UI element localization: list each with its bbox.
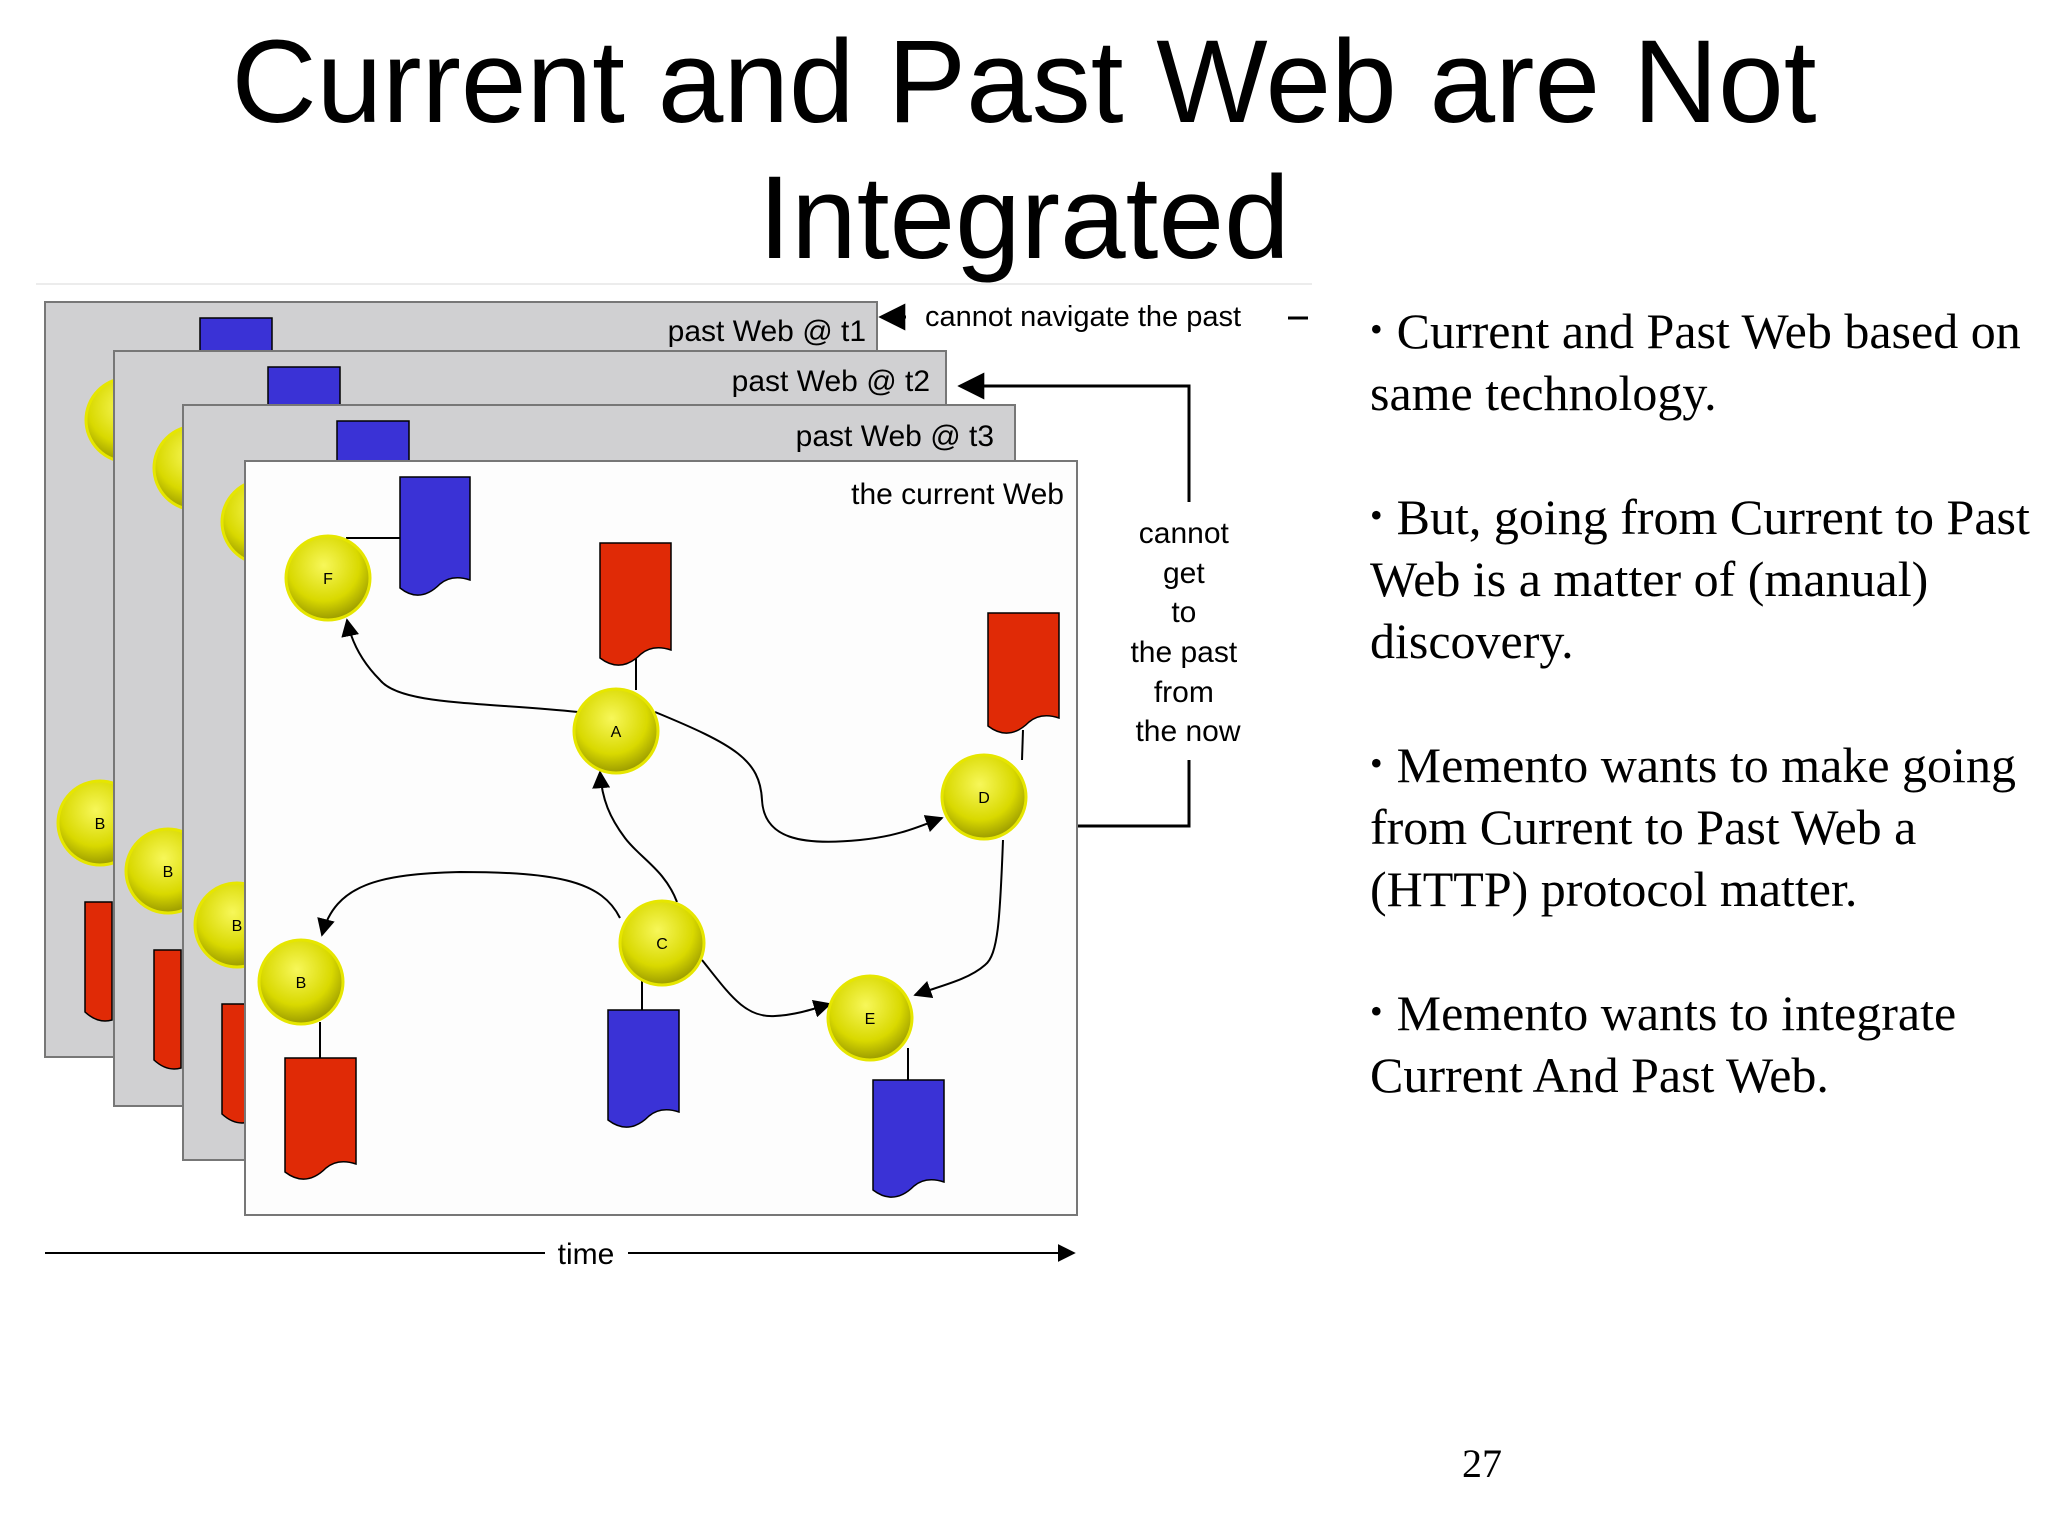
annotation-navigate-text: cannot navigate the past — [925, 301, 1241, 333]
node-b: B — [257, 938, 345, 1026]
edge-c-to-e — [701, 959, 832, 1018]
bullet-dot-icon: • — [1370, 991, 1383, 1031]
doc-blue-f — [399, 476, 471, 596]
edges — [317, 537, 1024, 1080]
bullet-dot-icon: • — [1370, 309, 1383, 349]
node-d: D — [940, 753, 1028, 841]
edge-a-to-f — [341, 618, 579, 713]
time-axis: time — [45, 1238, 1076, 1271]
edge-d-to-e — [913, 839, 1004, 998]
annotation-line-3: to — [1171, 596, 1196, 629]
node-a-label: A — [611, 724, 622, 741]
bullet-item: •Memento wants to make going from Curren… — [1370, 734, 2046, 920]
layer-label-t2: past Web @ t2 — [732, 365, 930, 398]
bullet-text: Memento wants to integrate Current And P… — [1370, 985, 1957, 1103]
bullet-item: •But, going from Current to Past Web is … — [1370, 486, 2046, 672]
layer-label-current: the current Web — [851, 478, 1064, 511]
page-number: 27 — [1462, 1441, 1502, 1486]
doc-blue-c — [607, 1009, 680, 1128]
node-b-label: B — [296, 975, 307, 992]
bullet-item: •Current and Past Web based on same tech… — [1370, 300, 2046, 424]
annotation-line-1: cannot — [1139, 517, 1230, 550]
doc-blue — [267, 366, 341, 410]
layer-current-web: the current Web F — [244, 460, 1078, 1216]
doc-blue-e — [872, 1079, 945, 1198]
edge-c-to-a — [592, 770, 678, 903]
node-e-label: E — [865, 1011, 876, 1028]
bullet-item: •Memento wants to integrate Current And … — [1370, 982, 2046, 1106]
doc-red — [84, 901, 113, 1022]
annotation-navigate: cannot navigate the past — [878, 301, 1308, 333]
annotation-cannot-get: cannot get to the past from the now — [957, 372, 1245, 828]
annotation-line-6: the now — [1135, 715, 1240, 748]
bullet-dot-icon: • — [1370, 743, 1383, 783]
bullet-text: But, going from Current to Past Web is a… — [1370, 489, 2030, 669]
doc-red-b — [284, 1057, 357, 1180]
node-c-label: C — [656, 936, 668, 953]
edge-d-doc — [1021, 729, 1024, 761]
node-c: C — [618, 899, 706, 987]
node-d-label: D — [978, 790, 990, 807]
node-f-label: F — [323, 571, 333, 588]
doc-blue — [336, 420, 410, 464]
doc-red-a — [599, 542, 672, 666]
bullet-list: •Current and Past Web based on same tech… — [1370, 300, 2046, 1168]
doc-red-d — [987, 612, 1060, 734]
node-b-label: B — [163, 864, 174, 881]
annotation-line-5: from — [1154, 676, 1214, 709]
slide-title: Current and Past Web are Not Integrated — [0, 14, 2048, 286]
node-e: E — [826, 974, 914, 1062]
title-line-1: Current and Past Web are Not — [231, 16, 1817, 148]
doc-red — [153, 949, 182, 1070]
layer-label-t1: past Web @ t1 — [668, 315, 866, 348]
title-line-2: Integrated — [758, 152, 1290, 284]
layer-label-t3: past Web @ t3 — [796, 420, 994, 453]
annotation-cannot-get-text: cannot get to the past from the now — [1130, 517, 1245, 748]
annotation-line-4: the past — [1130, 636, 1237, 669]
node-b-label: B — [232, 918, 243, 935]
time-axis-label: time — [558, 1238, 615, 1271]
node-f: F — [284, 534, 372, 622]
bullet-dot-icon: • — [1370, 495, 1383, 535]
edge-c-to-b — [317, 870, 621, 937]
edge-a-to-d — [654, 711, 944, 843]
node-a: A — [572, 687, 660, 775]
bullet-text: Current and Past Web based on same techn… — [1370, 303, 2021, 421]
node-b-label: B — [95, 816, 106, 833]
annotation-line-2: get — [1163, 557, 1205, 590]
bullet-text: Memento wants to make going from Current… — [1370, 737, 2016, 917]
